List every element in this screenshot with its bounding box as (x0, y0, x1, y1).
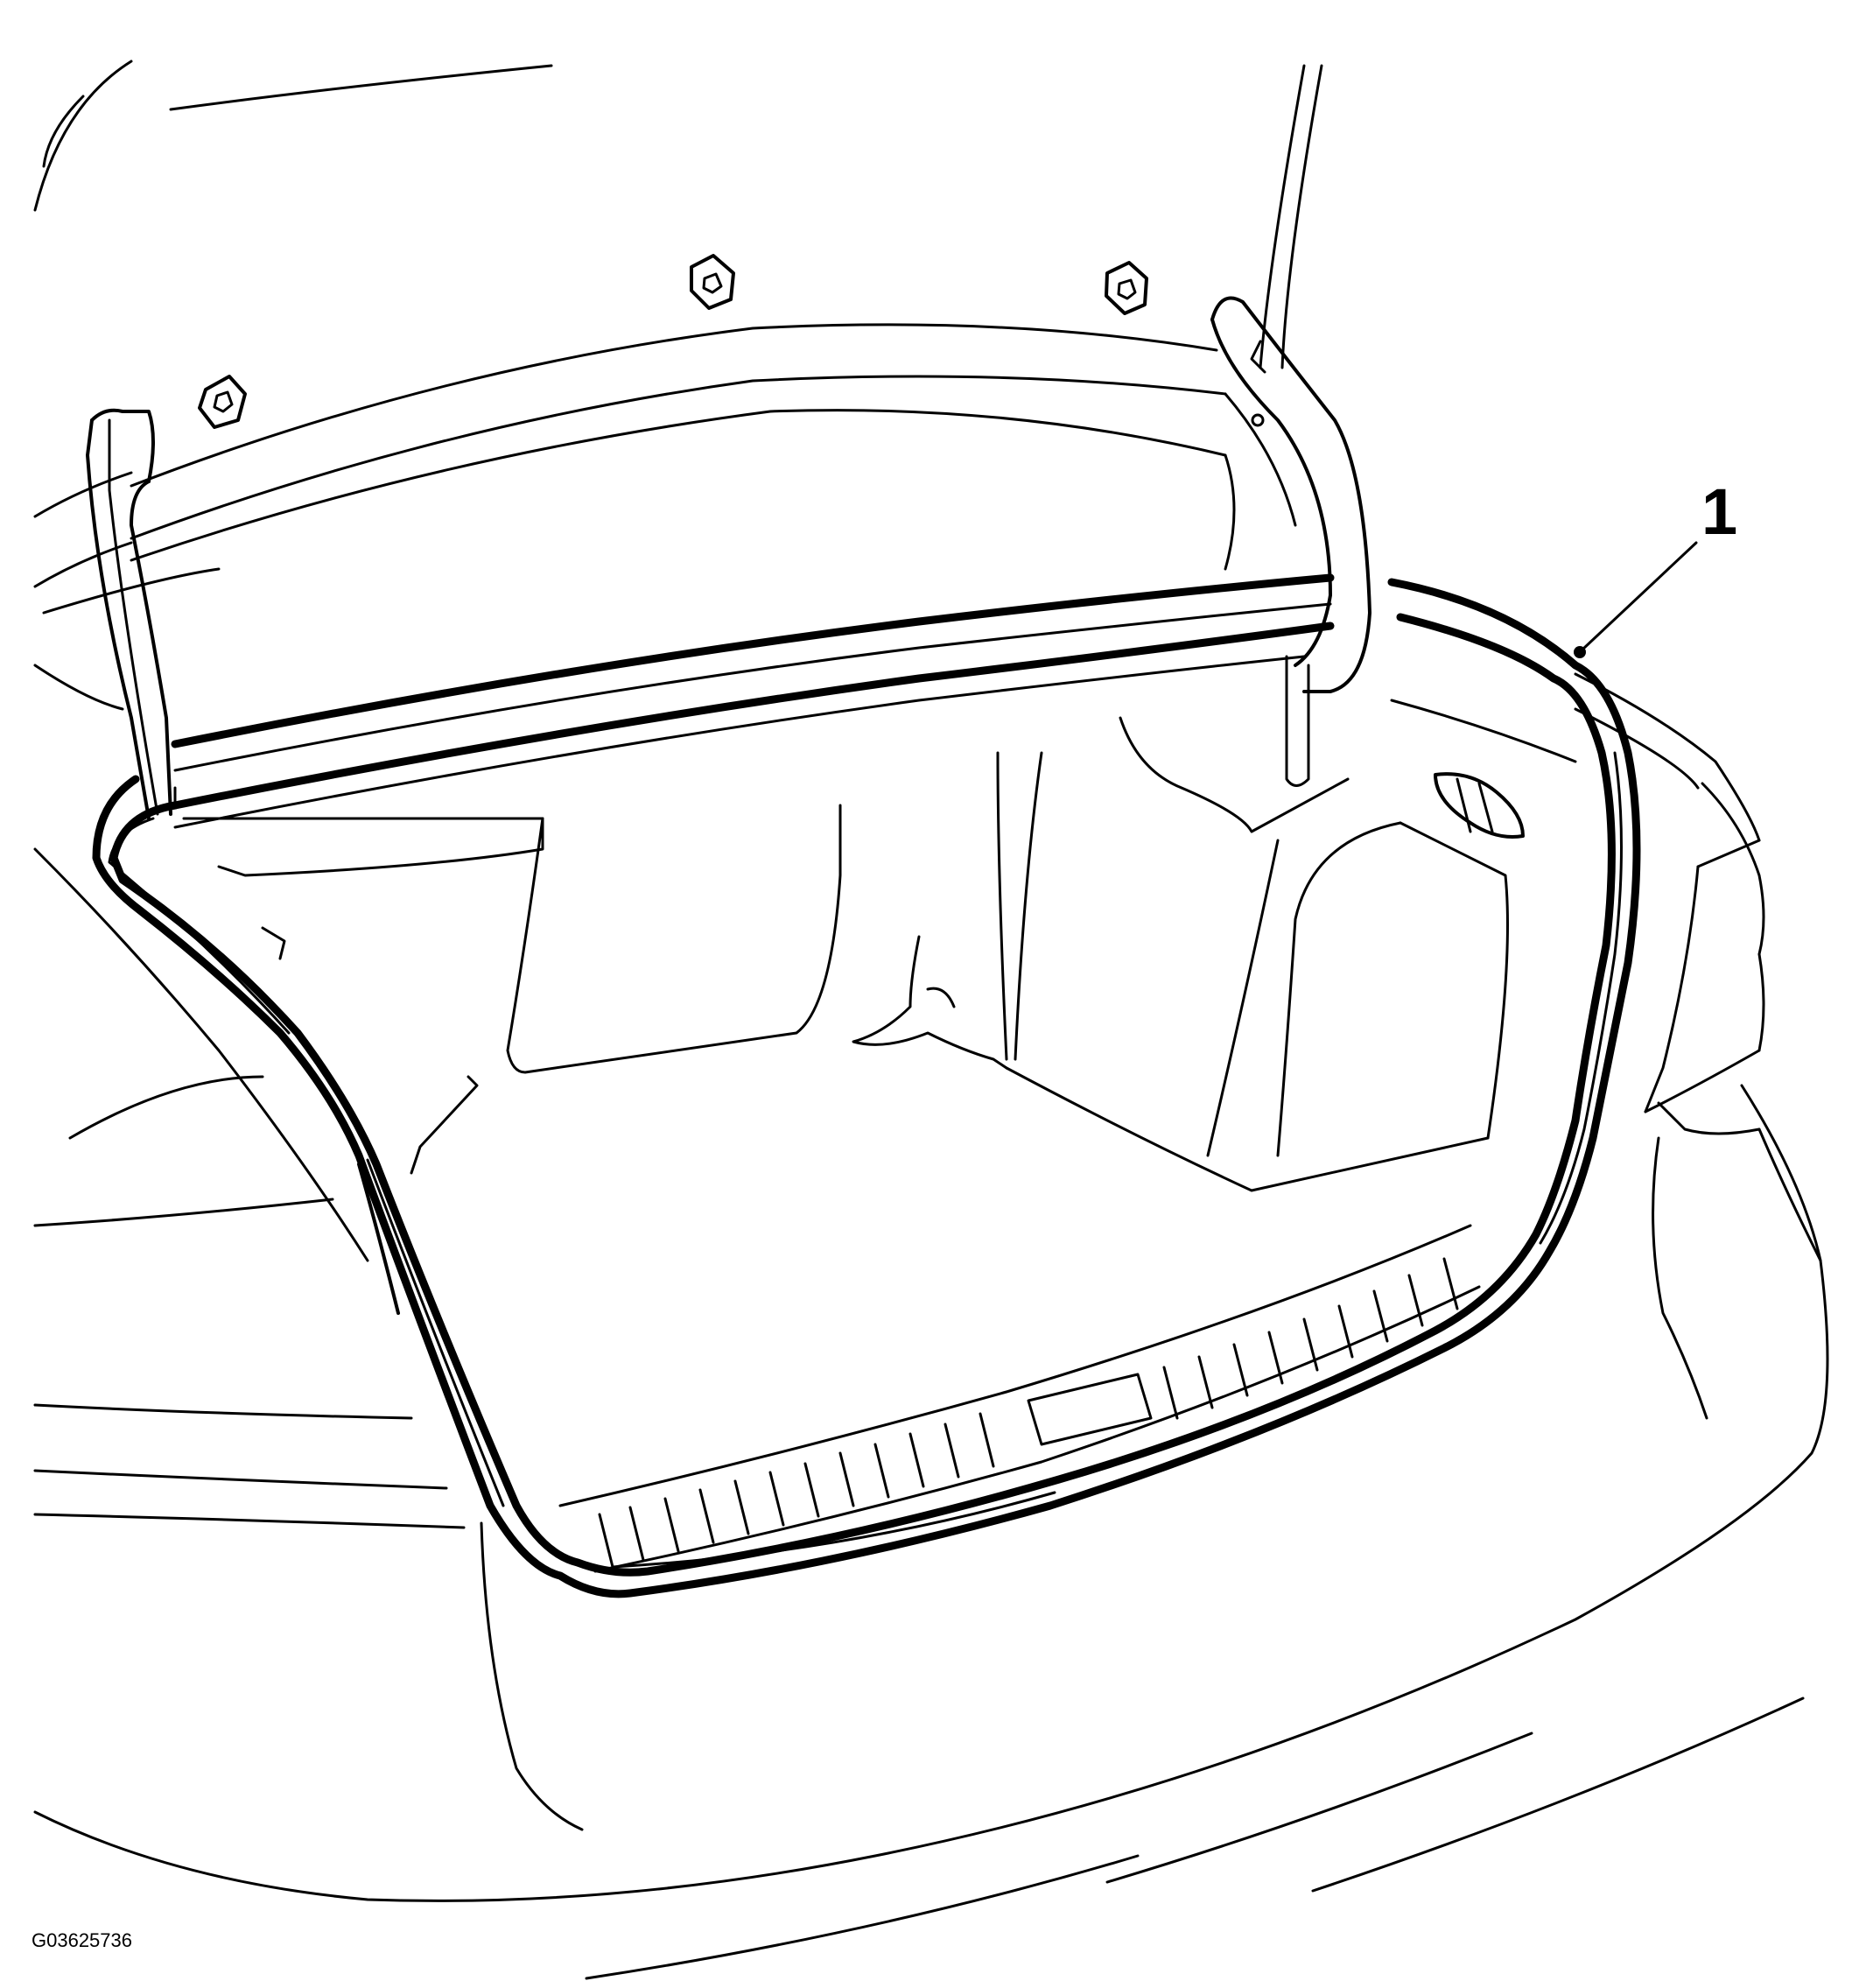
scuff-plate-ribs (598, 1257, 1459, 1569)
figure-id: G03625736 (32, 1929, 132, 1951)
trunk-lid-bolt-holes (198, 254, 1148, 429)
callout-number-1: 1 (1701, 475, 1738, 548)
trunk-interior (182, 716, 1525, 1192)
rear-body-panels (33, 672, 1829, 1980)
bolt-hole (690, 254, 735, 310)
left-trunk-hinge (86, 408, 172, 820)
trunk-lid-inner-panel (33, 323, 1297, 711)
bolt-hole (198, 375, 247, 429)
body-background-lines (33, 60, 1323, 588)
trunk-opening-weatherstrip (92, 578, 1641, 1598)
callout-1-leader (1574, 541, 1698, 658)
trunk-lid-seal (171, 573, 1335, 829)
sill-scuff-plate (558, 1224, 1481, 1573)
right-trunk-hinge (1210, 296, 1371, 787)
leader-dot (1574, 646, 1586, 658)
bolt-hole (1105, 261, 1148, 315)
